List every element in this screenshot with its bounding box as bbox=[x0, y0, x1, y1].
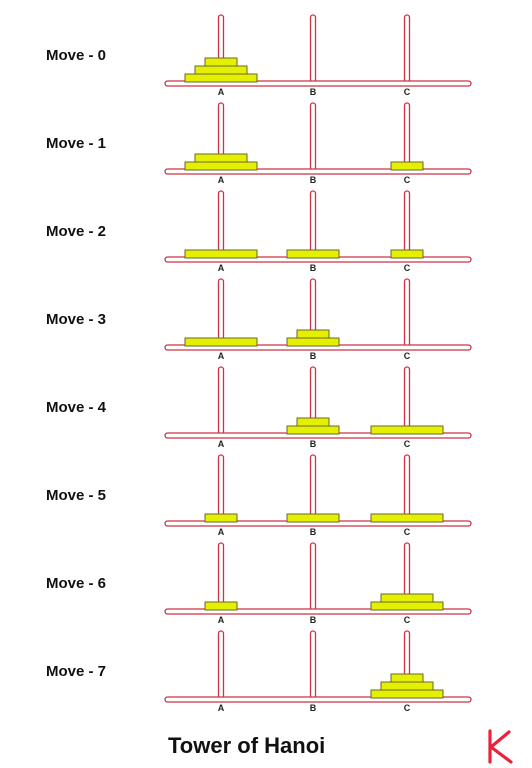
move-label: Move - 4 bbox=[46, 399, 107, 416]
disk-size-2 bbox=[194, 153, 248, 163]
hanoi-board: A B C bbox=[164, 190, 472, 273]
peg-pole-c bbox=[403, 190, 411, 260]
disk-size-3 bbox=[370, 425, 444, 435]
move-row: Move - 7 A B C bbox=[0, 628, 532, 720]
disk-size-3 bbox=[184, 73, 258, 83]
disk-size-2 bbox=[194, 65, 248, 75]
peg-label: C bbox=[404, 87, 411, 97]
disk-size-3 bbox=[184, 161, 258, 171]
peg-label: C bbox=[404, 351, 411, 361]
peg-pole-c bbox=[403, 278, 411, 348]
peg-label: A bbox=[218, 703, 225, 713]
peg-label: A bbox=[218, 527, 225, 537]
disk-size-3 bbox=[370, 513, 444, 523]
peg-pole-a bbox=[217, 630, 225, 700]
diagram-title: Tower of Hanoi bbox=[168, 733, 326, 758]
disk-size-1 bbox=[204, 601, 238, 611]
peg-label: A bbox=[218, 615, 225, 625]
peg-pole-b bbox=[309, 14, 317, 84]
k-logo bbox=[488, 729, 513, 764]
move-label: Move - 7 bbox=[46, 663, 107, 680]
peg-pole-b bbox=[309, 454, 317, 524]
disk-size-1 bbox=[390, 673, 424, 683]
peg-label: A bbox=[218, 175, 225, 185]
hanoi-board: A B C bbox=[164, 102, 472, 185]
peg-label: B bbox=[310, 87, 317, 97]
disk-size-1 bbox=[390, 249, 424, 259]
hanoi-board: A B C bbox=[164, 630, 472, 713]
disk-size-1 bbox=[296, 329, 330, 339]
hanoi-board: A B C bbox=[164, 14, 472, 97]
peg-label: B bbox=[310, 351, 317, 361]
move-label: Move - 0 bbox=[46, 47, 107, 64]
hanoi-board: A B C bbox=[164, 278, 472, 361]
move-label: Move - 1 bbox=[46, 135, 107, 152]
peg-label: A bbox=[218, 263, 225, 273]
peg-pole-c bbox=[403, 14, 411, 84]
peg-label: C bbox=[404, 175, 411, 185]
peg-label: C bbox=[404, 439, 411, 449]
disk-size-1 bbox=[390, 161, 424, 171]
peg-label: B bbox=[310, 439, 317, 449]
disk-size-3 bbox=[184, 249, 258, 259]
disk-size-2 bbox=[286, 249, 340, 259]
peg-label: B bbox=[310, 615, 317, 625]
peg-pole-b bbox=[309, 102, 317, 172]
hanoi-board: A B C bbox=[164, 454, 472, 537]
move-row: Move - 2 A B C bbox=[0, 188, 532, 280]
move-label: Move - 6 bbox=[46, 575, 107, 592]
move-row: Move - 6 A B C bbox=[0, 540, 532, 632]
move-row: Move - 3 A B C bbox=[0, 276, 532, 368]
move-row: Move - 4 A B C bbox=[0, 364, 532, 456]
move-row: Move - 0 A B C bbox=[0, 12, 532, 104]
hanoi-board: A B C bbox=[164, 366, 472, 449]
peg-label: C bbox=[404, 703, 411, 713]
move-label: Move - 5 bbox=[46, 487, 107, 504]
disk-size-3 bbox=[370, 601, 444, 611]
move-label: Move - 3 bbox=[46, 311, 107, 328]
peg-label: A bbox=[218, 439, 225, 449]
disk-size-3 bbox=[370, 689, 444, 699]
peg-pole-c bbox=[403, 102, 411, 172]
peg-label: A bbox=[218, 87, 225, 97]
disk-size-1 bbox=[204, 57, 238, 67]
peg-label: B bbox=[310, 263, 317, 273]
peg-label: B bbox=[310, 527, 317, 537]
disk-size-2 bbox=[380, 593, 434, 603]
peg-label: A bbox=[218, 351, 225, 361]
move-row: Move - 5 A B C bbox=[0, 452, 532, 544]
peg-pole-a bbox=[217, 454, 225, 524]
move-row: Move - 1 A B C bbox=[0, 100, 532, 192]
disk-size-2 bbox=[380, 681, 434, 691]
peg-pole-b bbox=[309, 630, 317, 700]
peg-pole-a bbox=[217, 366, 225, 436]
move-label: Move - 2 bbox=[46, 223, 107, 240]
disk-size-2 bbox=[286, 513, 340, 523]
disk-size-3 bbox=[184, 337, 258, 347]
peg-pole-b bbox=[309, 190, 317, 260]
hanoi-board: A B C bbox=[164, 542, 472, 625]
disk-size-1 bbox=[204, 513, 238, 523]
peg-pole-a bbox=[217, 278, 225, 348]
peg-pole-b bbox=[309, 542, 317, 612]
disk-size-2 bbox=[286, 337, 340, 347]
disk-size-1 bbox=[296, 417, 330, 427]
peg-label: C bbox=[404, 263, 411, 273]
peg-label: B bbox=[310, 175, 317, 185]
peg-pole-a bbox=[217, 542, 225, 612]
peg-label: C bbox=[404, 527, 411, 537]
peg-pole-a bbox=[217, 190, 225, 260]
peg-label: B bbox=[310, 703, 317, 713]
peg-label: C bbox=[404, 615, 411, 625]
peg-pole-c bbox=[403, 366, 411, 436]
peg-pole-c bbox=[403, 454, 411, 524]
disk-size-2 bbox=[286, 425, 340, 435]
